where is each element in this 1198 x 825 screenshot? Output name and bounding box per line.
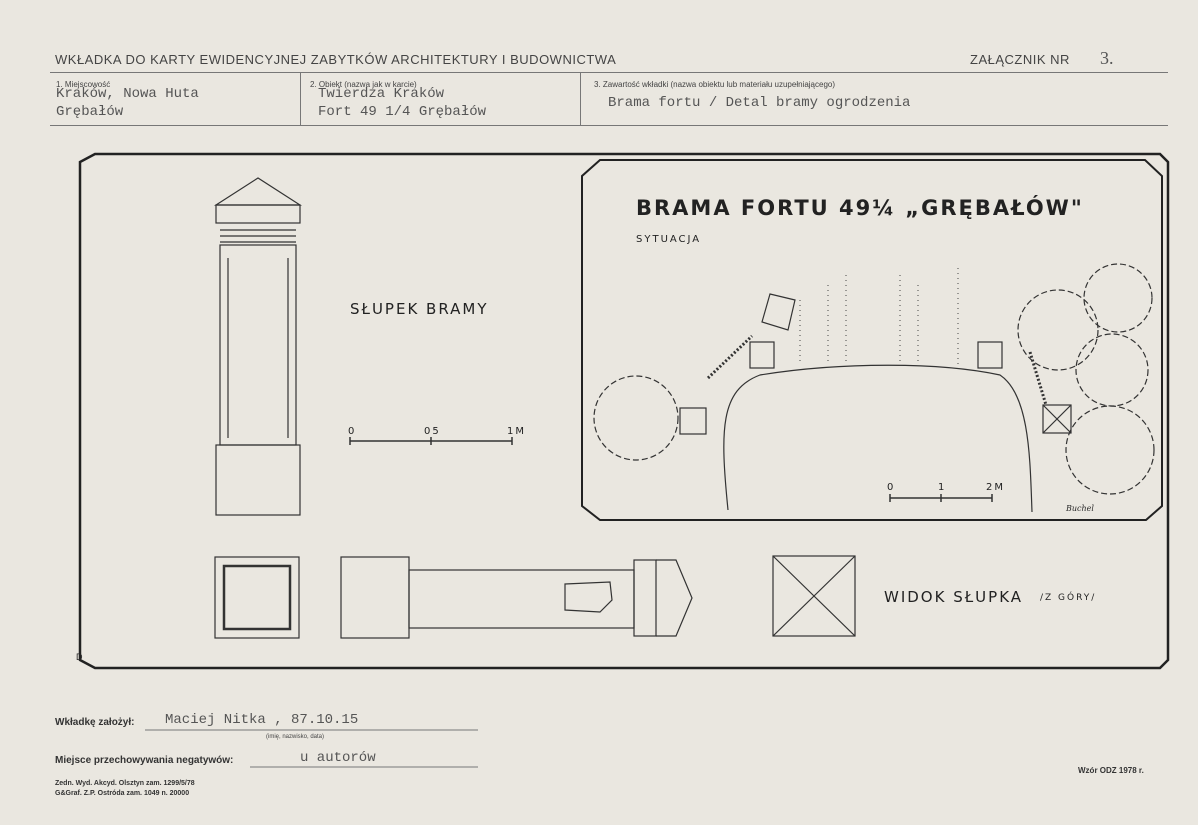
post-plan-views	[214, 555, 856, 639]
post-elevation-label: SŁUPEK BRAMY	[350, 300, 489, 318]
scale1-tick-mid: 05	[424, 426, 441, 437]
scale2-tick-0: 0	[887, 482, 896, 493]
site-plan-label: SYTUACJA	[636, 234, 702, 245]
top-view-label: WIDOK SŁUPKA	[884, 588, 1024, 606]
field-1-label: 1. Miejscowość	[56, 80, 111, 89]
scale1-tick-0: 0	[348, 426, 357, 437]
card-title: WKŁADKA DO KARTY EWIDENCYJNEJ ZABYTKÓW A…	[55, 52, 617, 67]
field-1-value-line2: Grębałów	[56, 104, 124, 120]
printer-line-1: Zedn. Wyd. Akcyd. Olsztyn zam. 1299/5/78	[55, 780, 195, 787]
drawing-main-title: BRAMA FORTU 49¼ „GRĘBAŁÓW"	[636, 196, 1084, 220]
scale-bar-2	[889, 494, 993, 502]
corner-mark: D	[76, 652, 83, 662]
header-rule-top	[50, 72, 1168, 73]
scale-bar-1	[349, 437, 513, 445]
printer-line-2: G&Graf. Z.P. Ostróda zam. 1049 n. 20000	[55, 790, 190, 797]
storage-value: u autorów	[300, 750, 376, 766]
field-divider-1	[300, 73, 301, 125]
attachment-label: ZAŁĄCZNIK NR	[970, 52, 1070, 67]
site-plan	[593, 263, 1155, 513]
storage-label: Miejsce przechowywania negatywów:	[55, 755, 234, 766]
footer-lines	[145, 729, 478, 768]
site-hatching	[799, 268, 959, 365]
scale2-tick-mid: 1	[938, 482, 947, 493]
author-caption: (imię, nazwisko, data)	[266, 734, 325, 740]
header-rule-bottom	[50, 125, 1168, 126]
field-2-value-line2: Fort 49 1/4 Grębałów	[318, 104, 487, 120]
top-view-sublabel: /Z GÓRY/	[1040, 593, 1097, 603]
field-divider-2	[580, 73, 581, 125]
form-version: Wzór ODZ 1978 r.	[1078, 766, 1144, 775]
post-elevation	[213, 177, 303, 516]
outer-frame	[78, 152, 1170, 670]
author-label: Wkładkę założył:	[55, 717, 135, 728]
scale1-tick-end: 1M	[507, 426, 526, 437]
attachment-number: 3.	[1100, 48, 1114, 68]
inner-frame	[581, 159, 1163, 521]
author-value: Maciej Nitka , 87.10.15	[165, 712, 359, 728]
signature: Buchel	[1066, 504, 1094, 513]
field-2-value-line1: Twierdza Kraków	[318, 86, 445, 102]
field-1-value-line1: Kraków, Nowa Huta	[56, 86, 199, 102]
field-3-value: Brama fortu / Detal bramy ogrodzenia	[608, 95, 911, 111]
field-3-label: 3. Zawartość wkładki (nazwa obiektu lub …	[594, 80, 836, 89]
field-2-label: 2. Obiekt (nazwa jak w karcie)	[310, 80, 417, 89]
scale2-tick-end: 2M	[986, 482, 1005, 493]
